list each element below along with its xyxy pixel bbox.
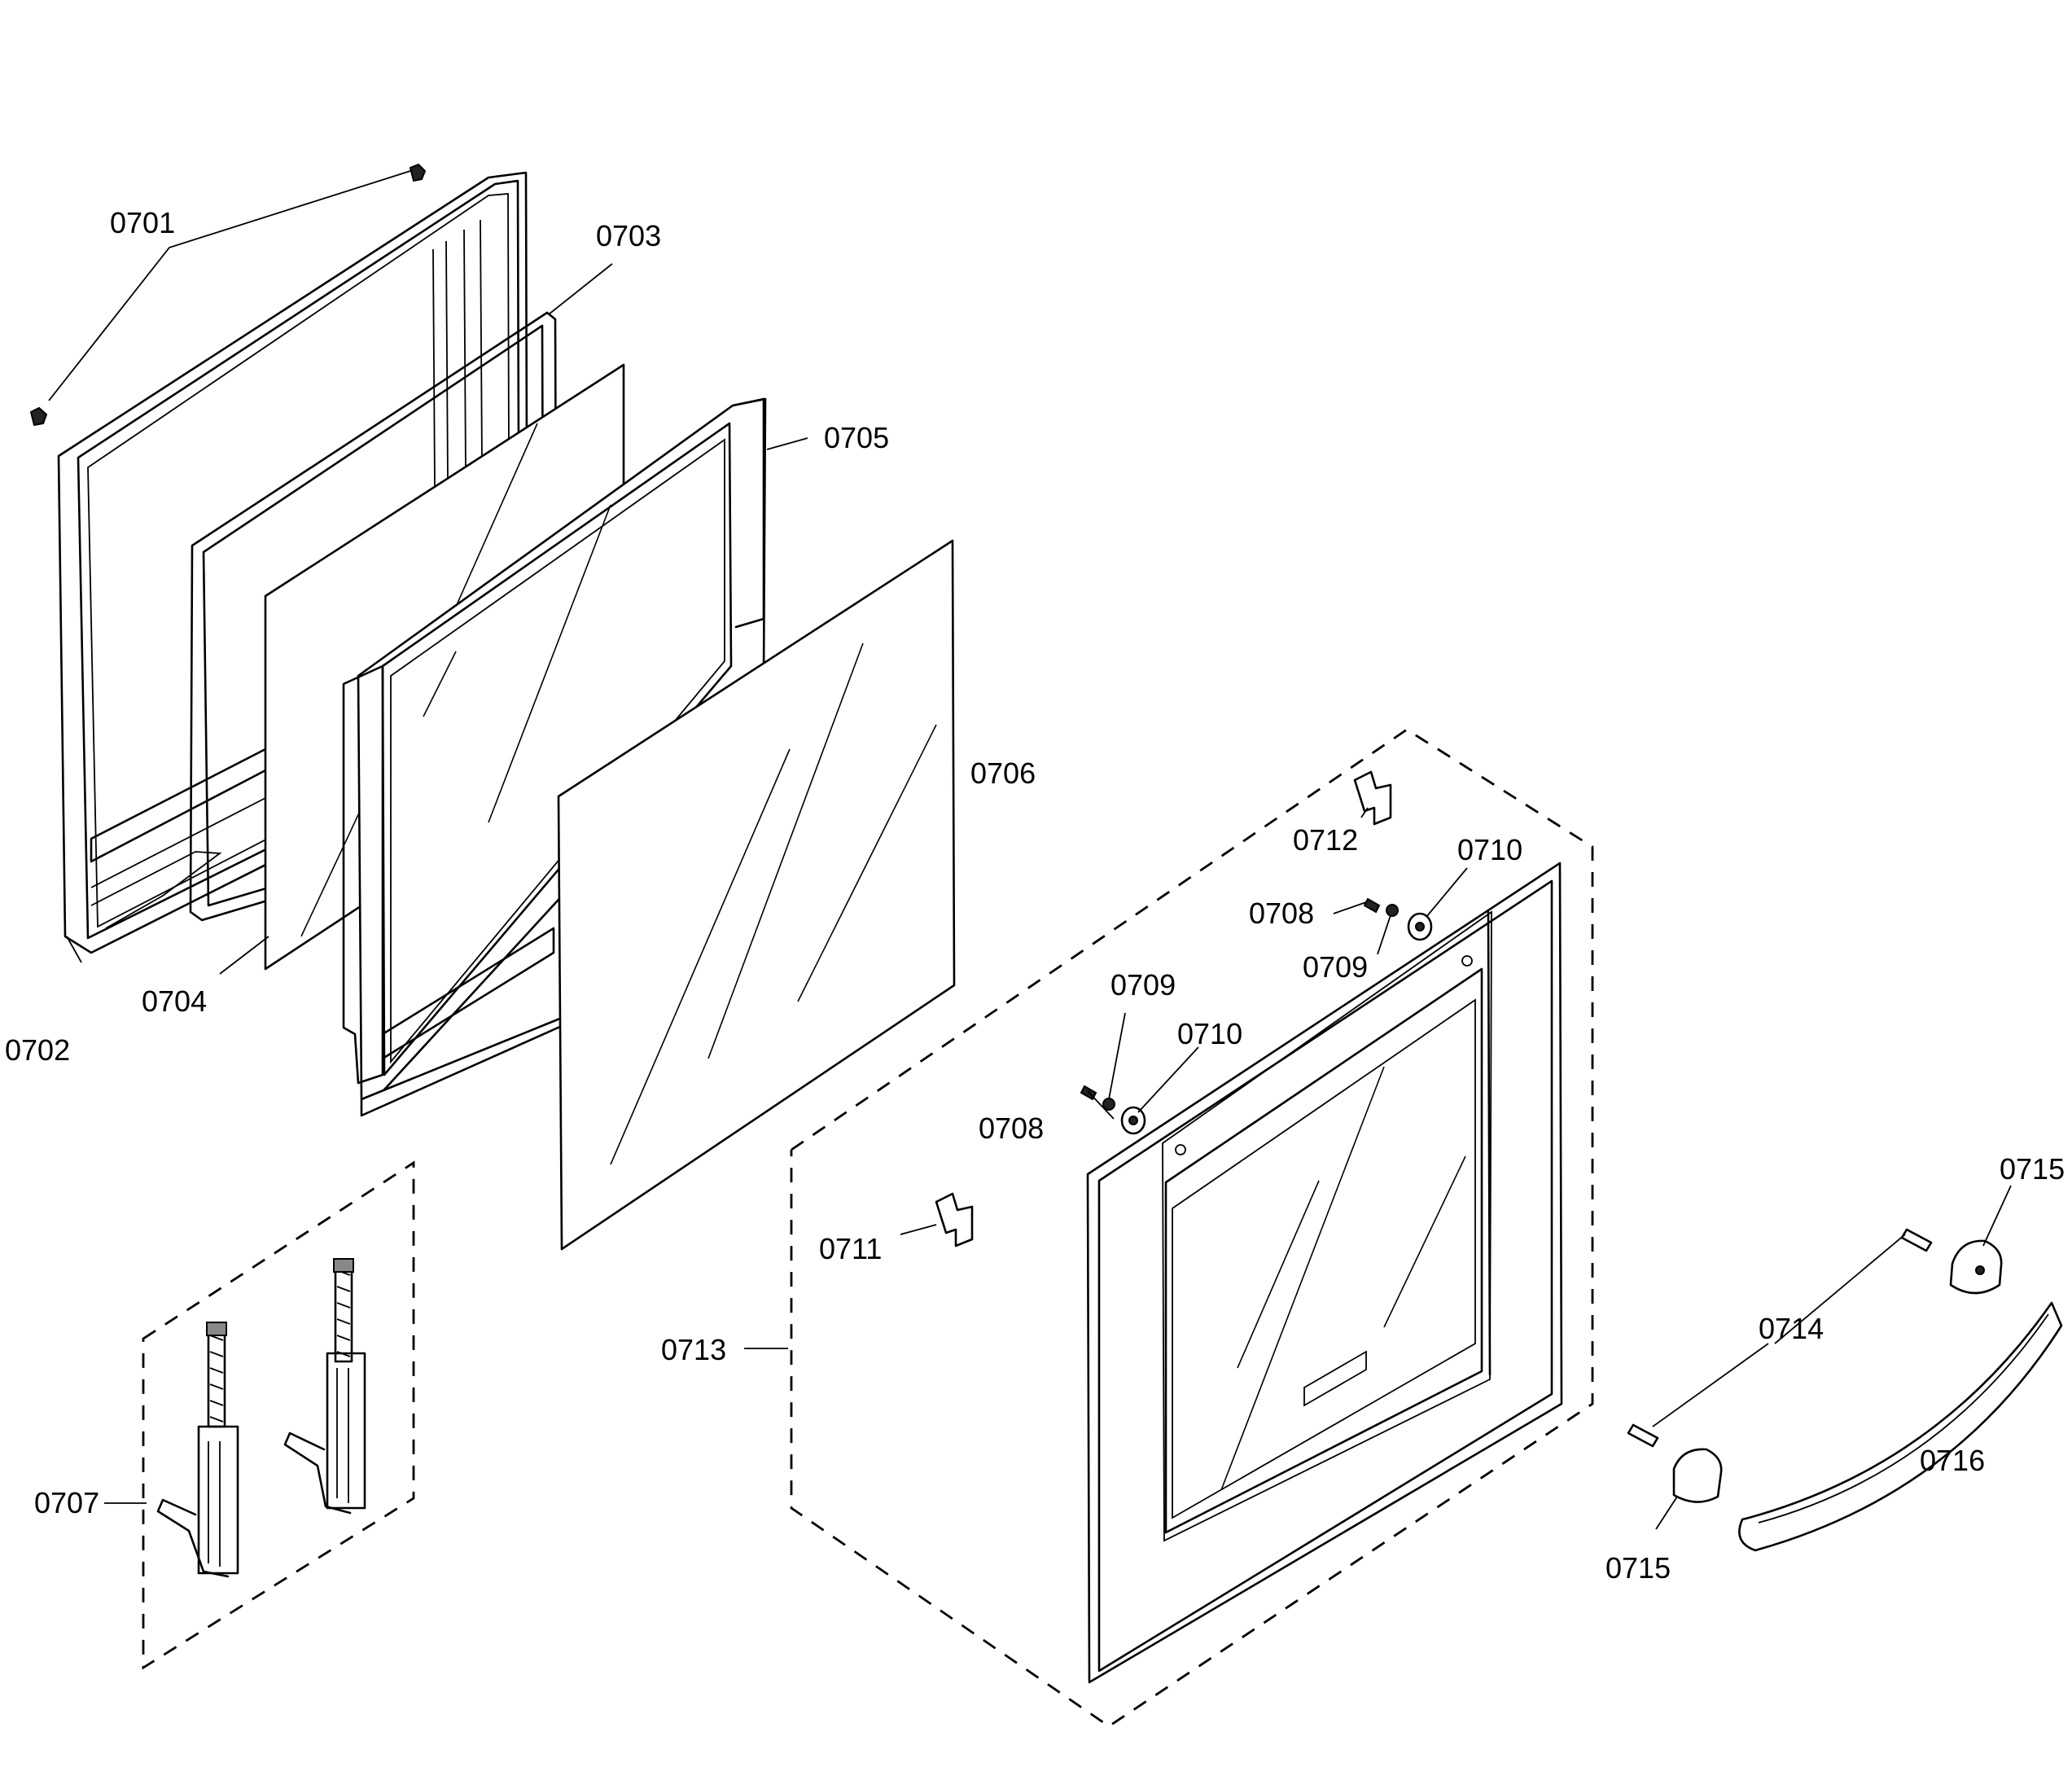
part-0714-handle-pin-upper[interactable] bbox=[1900, 1228, 1933, 1252]
part-0711-bracket[interactable] bbox=[935, 1192, 974, 1247]
part-0713-front-door-panel[interactable] bbox=[1086, 862, 1563, 1684]
label-0710-upper: 0710 bbox=[1457, 833, 1522, 866]
part-0709-washer-lower[interactable] bbox=[1102, 1098, 1115, 1111]
hinge-left bbox=[156, 1322, 239, 1578]
part-0715-endcap-lower[interactable] bbox=[1672, 1448, 1723, 1503]
part-0712-bracket[interactable] bbox=[1353, 770, 1392, 826]
label-0716: 0716 bbox=[1920, 1444, 1985, 1477]
part-0714-handle-pin-lower[interactable] bbox=[1627, 1423, 1659, 1448]
label-0709-lower: 0709 bbox=[1110, 968, 1176, 1002]
part-0701-screw-top[interactable] bbox=[409, 163, 427, 182]
label-0712: 0712 bbox=[1293, 823, 1358, 857]
label-0702: 0702 bbox=[5, 1033, 70, 1067]
label-0703: 0703 bbox=[596, 219, 661, 252]
label-0701: 0701 bbox=[110, 206, 175, 239]
part-labels: 0701 0702 0703 0704 0705 0706 0707 0708 … bbox=[5, 206, 2065, 1585]
part-0716-handle-bar[interactable] bbox=[1738, 1301, 2063, 1552]
part-0701-screw-left[interactable] bbox=[29, 406, 48, 427]
part-0708-screw-upper[interactable] bbox=[1363, 897, 1381, 914]
hinge-right bbox=[283, 1258, 366, 1515]
label-0715-lower: 0715 bbox=[1605, 1551, 1671, 1585]
label-0707: 0707 bbox=[34, 1486, 99, 1519]
label-0708-lower: 0708 bbox=[979, 1111, 1044, 1145]
label-0713: 0713 bbox=[661, 1333, 726, 1366]
part-0709-washer-upper[interactable] bbox=[1386, 904, 1399, 917]
part-0715-endcap-upper[interactable] bbox=[1949, 1239, 2003, 1295]
part-0705-retainer-frame[interactable] bbox=[342, 397, 767, 1117]
label-0714: 0714 bbox=[1759, 1312, 1824, 1345]
label-0705: 0705 bbox=[824, 421, 889, 454]
part-0710-bushing-upper[interactable] bbox=[1407, 912, 1433, 941]
label-0706: 0706 bbox=[970, 756, 1036, 790]
part-0710-bushing-lower[interactable] bbox=[1120, 1106, 1146, 1135]
label-0709-upper: 0709 bbox=[1303, 950, 1368, 984]
part-0713-door-assembly-outline[interactable] bbox=[790, 728, 1594, 1728]
label-0710-lower: 0710 bbox=[1177, 1017, 1242, 1050]
label-0711: 0711 bbox=[819, 1232, 882, 1265]
leader-lines bbox=[48, 170, 2012, 1530]
label-0715-upper: 0715 bbox=[2000, 1152, 2065, 1186]
part-0707-hinge-kit[interactable] bbox=[142, 1160, 415, 1670]
part-0706-outer-glass[interactable] bbox=[557, 539, 956, 1251]
label-0704: 0704 bbox=[142, 984, 207, 1018]
label-0708-upper: 0708 bbox=[1249, 897, 1314, 930]
